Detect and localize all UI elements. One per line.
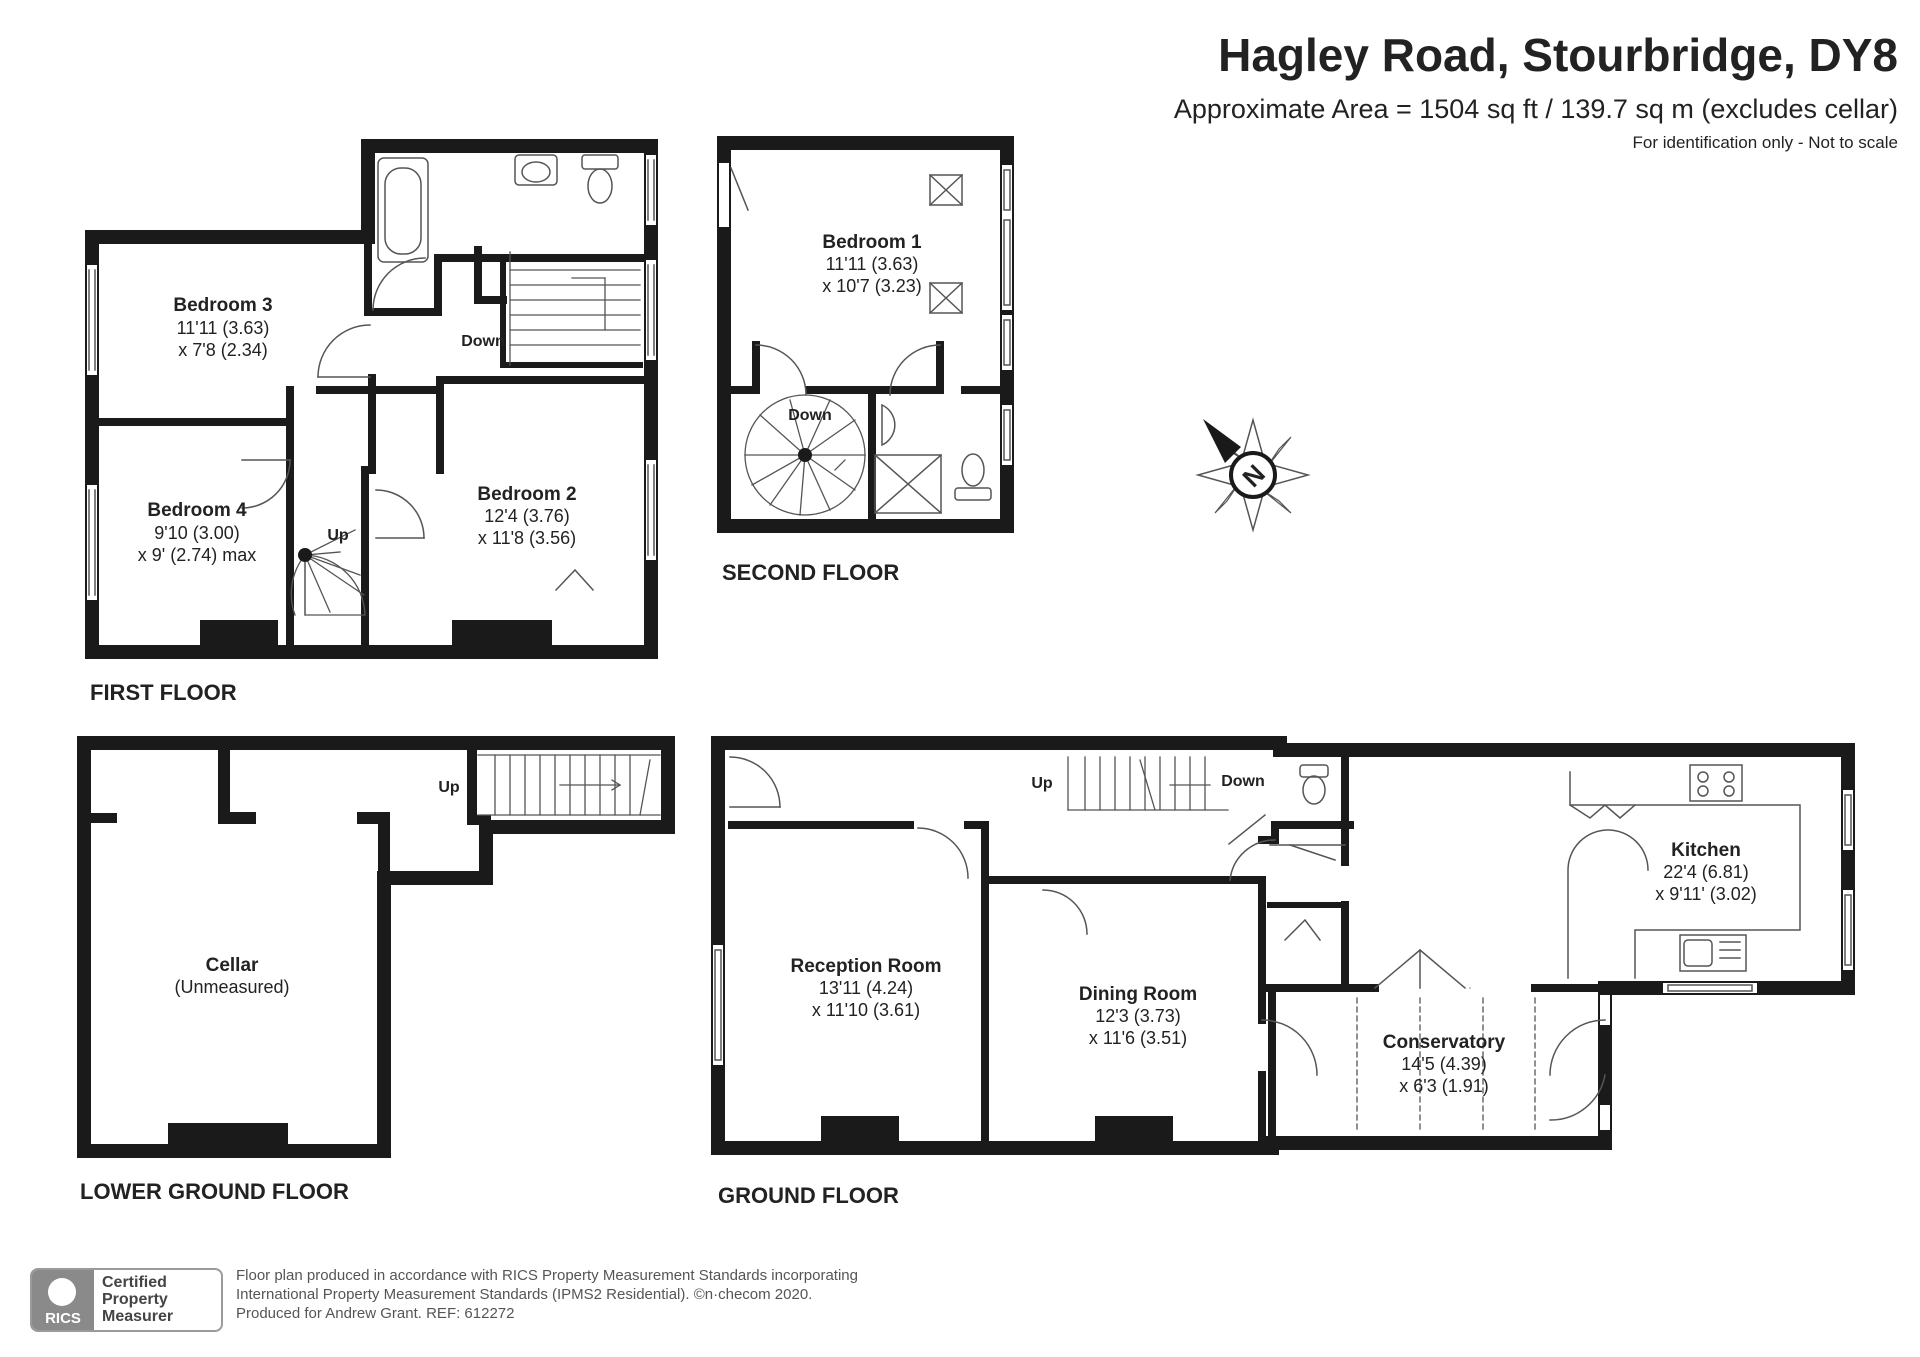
bedroom-3-dim-1: 11'11 (3.63) (177, 318, 270, 338)
second-floor-windows (719, 163, 1012, 465)
dining-room-dim-1: 12'3 (3.73) (1095, 1006, 1181, 1026)
first-floor-spiral-post (298, 548, 312, 562)
first-floor-walls (85, 139, 658, 659)
lower-ground-stairs-up-label: Up (438, 779, 460, 796)
bedroom-3-name: Bedroom 3 (173, 295, 272, 316)
bedroom-2-dim-2: x 11'8 (3.56) (478, 528, 576, 548)
compass-rose (1195, 417, 1311, 533)
page-title: Hagley Road, Stourbridge, DY8 (1218, 29, 1898, 81)
ground-floor-window-lines (714, 794, 1852, 1061)
second-floor-spiral-stairs (744, 394, 866, 516)
first-floor-label: FIRST FLOOR (90, 680, 237, 705)
first-floor-stairs (509, 251, 641, 366)
cellar-name: Cellar (206, 955, 259, 976)
conservatory-dim-1: 14'5 (4.39) (1401, 1054, 1487, 1074)
bedroom-4-dim-1: 9'10 (3.00) (154, 523, 240, 543)
badge-line-2: Property (102, 1291, 168, 1308)
bedroom-2-dim-1: 12'4 (3.76) (484, 506, 570, 526)
lower-ground-floor-walls (77, 736, 675, 1158)
disclaimer: Floor plan produced in accordance with R… (236, 1266, 858, 1323)
approximate-area: Approximate Area = 1504 sq ft / 139.7 sq… (1173, 94, 1898, 124)
ground-floor-label: GROUND FLOOR (718, 1183, 899, 1208)
disclaimer-line-3: Produced for Andrew Grant. REF: 612272 (236, 1305, 515, 1322)
lower-ground-floor-label: LOWER GROUND FLOOR (80, 1179, 349, 1204)
ground-floor-walls (711, 736, 1855, 1155)
second-floor-door-swings (755, 344, 941, 396)
reception-room-dim-2: x 11'10 (3.61) (812, 1000, 920, 1020)
first-floor-window-lines (88, 159, 655, 596)
first-floor-windows (87, 155, 656, 600)
disclaimer-line-2: International Property Measurement Stand… (236, 1286, 813, 1303)
reception-room-name: Reception Room (791, 956, 942, 977)
second-floor-window-lines (730, 167, 1011, 461)
first-floor-stairs-down-label: Down (461, 333, 505, 350)
kitchen-name: Kitchen (1671, 840, 1741, 861)
second-floor-label: SECOND FLOOR (722, 560, 899, 585)
badge-line-3: Measurer (102, 1308, 174, 1325)
first-floor-spiral-stairs (290, 529, 366, 616)
second-floor-stairs-down-label: Down (788, 407, 832, 424)
first-floor-bathroom-fixtures (377, 154, 619, 263)
kitchen-fittings (1299, 764, 1801, 979)
scale-note: For identification only - Not to scale (1632, 133, 1898, 152)
lower-ground-floor-stairs (477, 754, 661, 816)
rics-certified-badge: RICS Certified Property Measurer (30, 1268, 223, 1332)
second-floor-spiral-post (798, 448, 812, 462)
badge-line-1: Certified (102, 1274, 167, 1291)
bedroom-1-dim-1: 11'11 (3.63) (826, 254, 919, 274)
bedroom-4-name: Bedroom 4 (147, 500, 247, 521)
dining-room-dim-2: x 11'6 (3.51) (1089, 1028, 1187, 1048)
bedroom-3-dim-2: x 7'8 (2.34) (178, 340, 267, 360)
ground-floor-stairs-down-label: Down (1221, 773, 1265, 790)
bedroom-4-dim-2: x 9' (2.74) max (138, 545, 256, 565)
rics-lion-icon (48, 1278, 76, 1306)
bedroom-1-name: Bedroom 1 (822, 232, 922, 253)
reception-room-dim-1: 13'11 (4.24) (819, 978, 913, 998)
cellar-dim-1: (Unmeasured) (174, 977, 289, 997)
ground-floor-windows (713, 790, 1853, 1130)
badge-text: Certified Property Measurer (102, 1274, 173, 1325)
second-floor-shower-room-fixtures (873, 404, 992, 515)
ground-floor-stairs-up-label: Up (1031, 775, 1053, 792)
rics-logo-panel: RICS (32, 1270, 94, 1330)
disclaimer-line-1: Floor plan produced in accordance with R… (236, 1267, 858, 1284)
first-floor-stairs-up-label: Up (327, 527, 349, 544)
first-floor-door-swings (241, 257, 595, 592)
bedroom-1-dim-2: x 10'7 (3.23) (822, 276, 922, 296)
ground-floor-stairs (1067, 756, 1229, 811)
second-floor-walls (717, 136, 1014, 533)
kitchen-dim-2: x 9'11' (3.02) (1655, 884, 1757, 904)
conservatory-dim-2: x 6'3 (1.91) (1399, 1076, 1488, 1096)
second-floor-velux (928, 173, 964, 315)
conservatory-roof-lines (1356, 997, 1536, 1134)
conservatory-name: Conservatory (1383, 1032, 1506, 1053)
rics-brand-text: RICS (45, 1310, 81, 1327)
kitchen-dim-1: 22'4 (6.81) (1663, 862, 1749, 882)
bedroom-2-name: Bedroom 2 (477, 484, 576, 505)
dining-room-name: Dining Room (1079, 984, 1197, 1005)
ground-floor-door-swings (729, 756, 1606, 1121)
